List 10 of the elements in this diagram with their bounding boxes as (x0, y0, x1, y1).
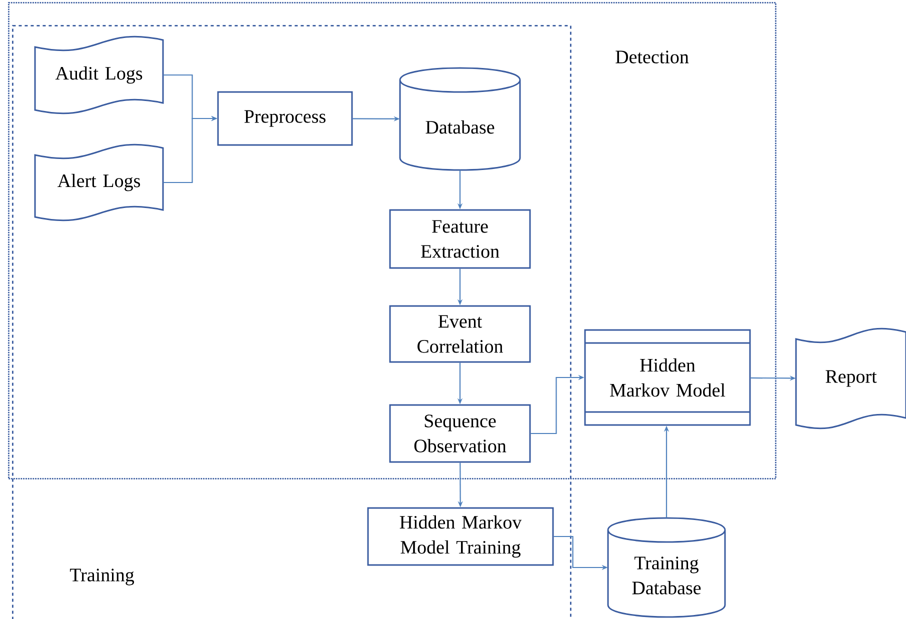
process-box: Feature Extraction (389, 209, 531, 269)
process-box: Hidden Markov Model Training (367, 507, 554, 566)
database-cylinder: Training Database (607, 517, 726, 618)
region-label: Detection (616, 50, 689, 64)
database-cylinder: Database (399, 67, 521, 171)
process-box: Sequence Observation (389, 404, 531, 463)
process-box: Event Correlation (389, 305, 531, 363)
region-label: Training (70, 568, 134, 586)
model-box: Hidden Markov Model (584, 329, 751, 426)
process-box: Preprocess (217, 91, 353, 146)
